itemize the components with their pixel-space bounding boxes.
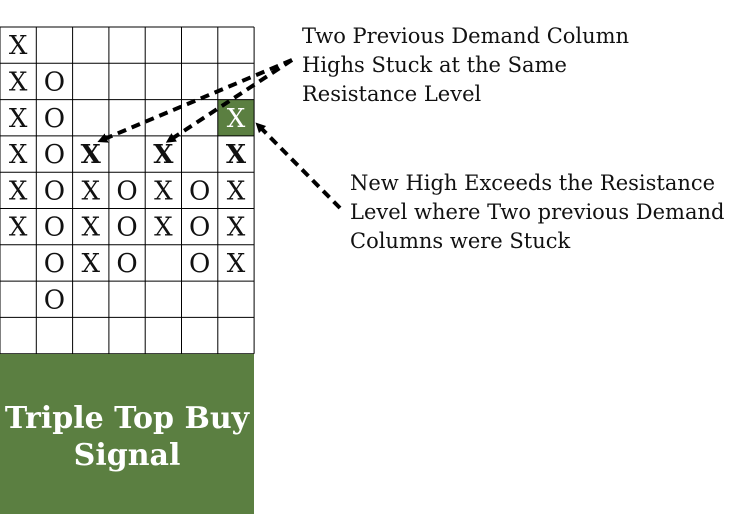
x-mark: X	[9, 104, 28, 134]
x-mark: X	[81, 140, 102, 170]
x-mark: X	[154, 213, 173, 243]
o-mark: O	[44, 104, 65, 134]
x-mark: X	[9, 176, 28, 206]
o-mark: O	[44, 285, 65, 315]
o-mark: O	[44, 249, 65, 279]
o-mark: O	[116, 213, 137, 243]
annotation-previous-highs: Two Previous Demand Column Highs Stuck a…	[302, 24, 629, 106]
x-mark: X	[9, 213, 28, 243]
arrow-to-new-high	[255, 122, 342, 210]
x-mark: X	[154, 176, 173, 206]
annotation-previous-highs-line-1: Two Previous Demand Column	[302, 24, 629, 48]
o-mark: O	[44, 67, 65, 97]
x-mark: X	[81, 176, 100, 206]
annotation-previous-highs-line-2: Highs Stuck at the Same	[302, 53, 567, 77]
x-mark: X	[227, 249, 246, 279]
annotation-new-high-line-3: Columns were Stuck	[350, 229, 570, 253]
annotation-new-high-line-1: New High Exceeds the Resistance	[350, 171, 715, 195]
annotation-new-high: New High Exceeds the Resistance Level wh…	[350, 171, 724, 253]
o-mark: O	[116, 176, 137, 206]
o-mark: O	[44, 140, 65, 170]
banner-line-1: Triple Top Buy	[5, 401, 251, 436]
x-mark: X	[226, 140, 247, 170]
x-mark: X	[227, 104, 246, 134]
o-mark: O	[189, 213, 210, 243]
x-mark: X	[81, 249, 100, 279]
o-mark: O	[189, 176, 210, 206]
x-mark: X	[227, 176, 246, 206]
annotation-previous-highs-line-3: Resistance Level	[302, 82, 482, 106]
signal-banner	[0, 354, 254, 514]
o-mark: O	[44, 213, 65, 243]
x-mark: X	[9, 31, 28, 61]
o-mark: O	[116, 249, 137, 279]
x-mark: X	[9, 67, 28, 97]
arrow-to-second-high	[165, 58, 294, 143]
x-mark: X	[9, 140, 28, 170]
o-mark: O	[44, 176, 65, 206]
banner-line-2: Signal	[74, 438, 181, 473]
arrow-to-first-high	[97, 58, 293, 143]
x-mark: X	[153, 140, 174, 170]
x-mark: X	[227, 213, 246, 243]
o-mark: O	[189, 249, 210, 279]
x-mark: X	[81, 213, 100, 243]
annotation-new-high-line-2: Level where Two previous Demand	[350, 200, 724, 224]
